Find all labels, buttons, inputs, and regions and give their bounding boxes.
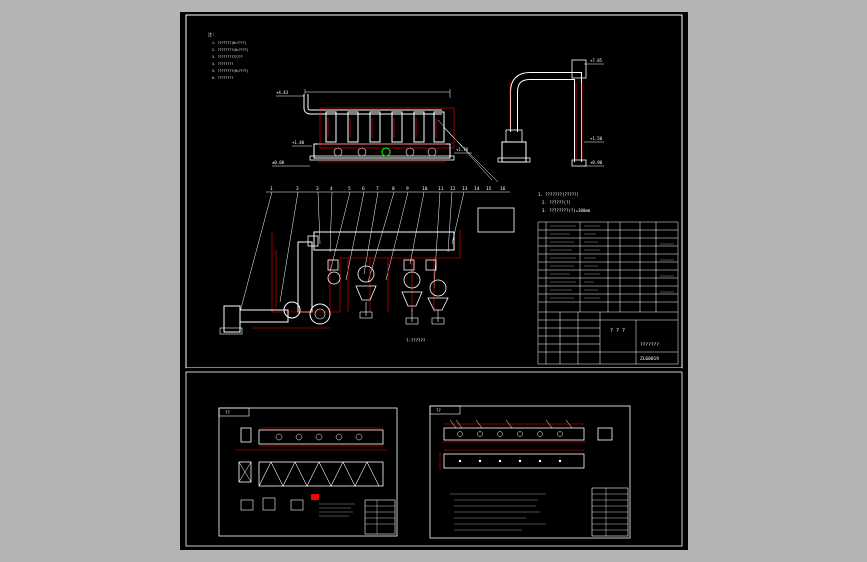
side-elevation-view: +7.85 +1.50 +0.90: [497, 58, 604, 167]
plan-view: ?-??????: [219, 191, 465, 343]
parts-list-table: [537, 221, 679, 365]
bottom-left-drawing-svg: ??: [218, 407, 398, 537]
part-no-3: 3: [316, 186, 319, 192]
part-no-11: 11: [438, 186, 444, 192]
elev-443: +4.43: [276, 90, 289, 95]
notes-list: 1. ???????(H=????) 2. ????????(H=????) 3…: [212, 41, 249, 80]
part-no-14: 14: [474, 186, 480, 192]
upper-frame: [185, 14, 683, 369]
part-no-4: 4: [330, 186, 333, 192]
lower-frame: [185, 371, 683, 547]
note-5: 5. ????????(H=????): [212, 69, 249, 73]
title-block-center: ? ? ?: [610, 328, 625, 334]
part-no-1: 1: [270, 186, 273, 192]
part-no-6: 6: [362, 186, 365, 192]
view-caption: ?-??????: [406, 338, 426, 343]
elev-785: +7.85: [590, 58, 603, 63]
elev-140: +1.40: [292, 140, 305, 145]
part-number-row: 1 3 3 4 5 6 7 8 9 10 11 12 13 14 15 16: [270, 186, 506, 192]
front-elevation-view: +4.43 +1.40 ±0.00 +1.70: [272, 89, 499, 183]
part-no-7: 7: [376, 186, 379, 192]
part-no-8: 8: [392, 186, 395, 192]
part-no-10: 10: [422, 186, 428, 192]
right-note-1: 1. ???????(?????): [538, 192, 579, 197]
detail-box: [477, 207, 515, 233]
note-3: 3. ?????????????: [212, 55, 243, 59]
bottom-left-drawing-sheet: ??: [215, 404, 401, 540]
br-title: ??: [436, 408, 441, 413]
notes-heading: 注:: [208, 31, 214, 37]
note-6: 6. ????????: [212, 76, 233, 80]
note-2: 2. ????????(H=????): [212, 48, 249, 52]
part-no-5: 5: [348, 186, 351, 192]
elev-000: ±0.00: [272, 160, 285, 165]
part-no-16: 16: [500, 186, 506, 192]
part-no-2: 3: [296, 186, 299, 192]
bl-title: ??: [225, 410, 230, 415]
note-1: 1. ???????(H=????): [212, 41, 247, 45]
drawing-name: ???????: [640, 342, 659, 348]
part-no-13: 13: [462, 186, 468, 192]
elev-150: +1.50: [590, 136, 603, 141]
elev-170: +1.70: [456, 147, 469, 152]
main-drawing-svg: 注: 1. ???????(H=????) 2. ????????(H=????…: [185, 14, 683, 547]
note-4: 4. ????????: [212, 62, 233, 66]
parts-list-filler: [550, 225, 674, 299]
bottom-right-drawing-sheet: ??: [426, 402, 634, 542]
elev-090: +0.90: [590, 160, 603, 165]
bottom-right-drawing-svg: ??: [429, 405, 631, 539]
part-no-15: 15: [486, 186, 492, 192]
right-note-2: 2. ??????(?): [542, 200, 571, 205]
right-note-3: 3. ????????(?)=300mm: [542, 208, 591, 213]
part-no-12: 12: [450, 186, 456, 192]
right-notes: 1. ???????(?????) 2. ??????(?) 3. ??????…: [538, 192, 591, 213]
drawing-number: ZL60019: [640, 356, 659, 362]
part-no-9: 9: [406, 186, 409, 192]
